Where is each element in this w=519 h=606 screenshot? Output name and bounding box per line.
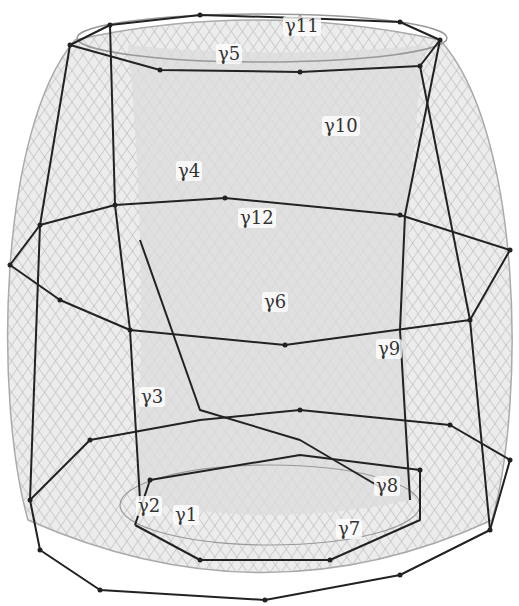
- curve-label: γ6: [262, 292, 288, 312]
- curve-label: γ3: [139, 387, 165, 407]
- curve-label: γ7: [336, 519, 362, 539]
- curve-label: γ4: [176, 161, 202, 181]
- curve-label: γ1: [173, 505, 199, 525]
- curve-label: γ11: [283, 16, 321, 36]
- curve-label: γ12: [238, 208, 276, 228]
- curve-label: γ9: [376, 339, 402, 359]
- curve-label: γ2: [136, 496, 162, 516]
- curve-label: γ8: [374, 476, 400, 496]
- curve-label: γ5: [216, 44, 242, 64]
- curve-label: γ10: [322, 116, 360, 136]
